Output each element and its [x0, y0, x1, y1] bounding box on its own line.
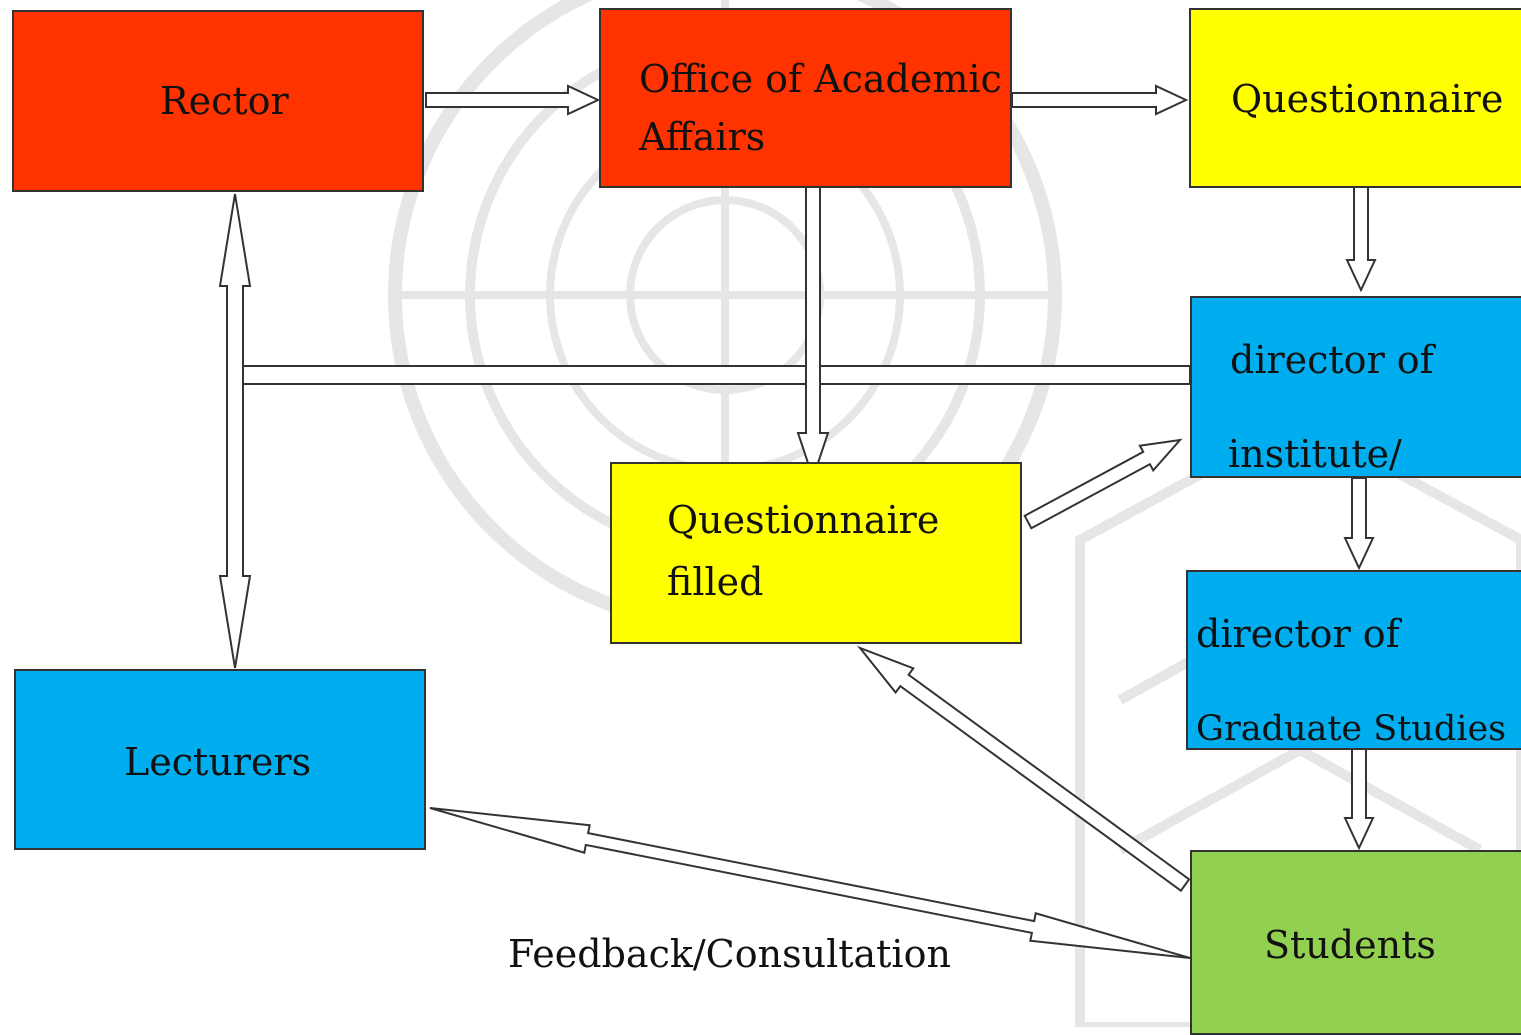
questionnaire-filled-label-line-1: Questionnaire — [667, 498, 940, 542]
director-graduate-label-line-1: director of — [1196, 612, 1400, 656]
questionnaire-label: Questionnaire — [1231, 77, 1504, 121]
lecturers-label: Lecturers — [124, 740, 312, 784]
arrow-students-to-questionnaire-filled — [856, 645, 1191, 893]
director-graduate-label-line-2: Graduate Studies — [1196, 709, 1507, 749]
arrow-director-institute-to-director-graduate — [1343, 477, 1375, 571]
edges-layer — [218, 84, 1377, 959]
arrow-director-graduate-to-students — [1343, 736, 1375, 851]
line-director-institute-to-rector-lecturers — [242, 365, 1191, 385]
office-label-line-2: Affairs — [639, 115, 766, 159]
director-institute-label-line-1: director of — [1230, 338, 1434, 382]
questionnaire-filled-node: Questionnaire filled — [610, 462, 1022, 644]
arrow-rector-lecturers-bidirectional — [218, 193, 252, 669]
questionnaire-node: Questionnaire — [1189, 8, 1521, 188]
rector-label: Rector — [160, 79, 289, 123]
students-label: Students — [1264, 923, 1436, 967]
lecturers-node: Lecturers — [14, 669, 426, 850]
arrow-questionnaire-to-director-institute — [1345, 177, 1377, 293]
arrow-office-to-questionnaire-filled — [796, 169, 830, 482]
office-academic-affairs-node: Office of Academic Affairs — [599, 8, 1012, 188]
students-node: Students — [1190, 850, 1521, 1035]
arrow-office-to-questionnaire — [1011, 84, 1189, 116]
office-label-line-1: Office of Academic — [639, 57, 1002, 101]
feedback-consultation-caption: Feedback/Consultation — [508, 932, 951, 976]
director-institute-label-line-2: institute/ — [1228, 432, 1402, 476]
rector-node: Rector — [12, 10, 424, 192]
director-graduate-studies-node: director of Graduate Studies — [1186, 570, 1521, 750]
director-institute-node: director of institute/ — [1190, 296, 1521, 478]
arrow-questionnaire-filled-to-director-institute — [1023, 438, 1183, 530]
arrow-rector-to-office — [425, 84, 601, 116]
questionnaire-filled-label-line-2: filled — [667, 560, 764, 604]
